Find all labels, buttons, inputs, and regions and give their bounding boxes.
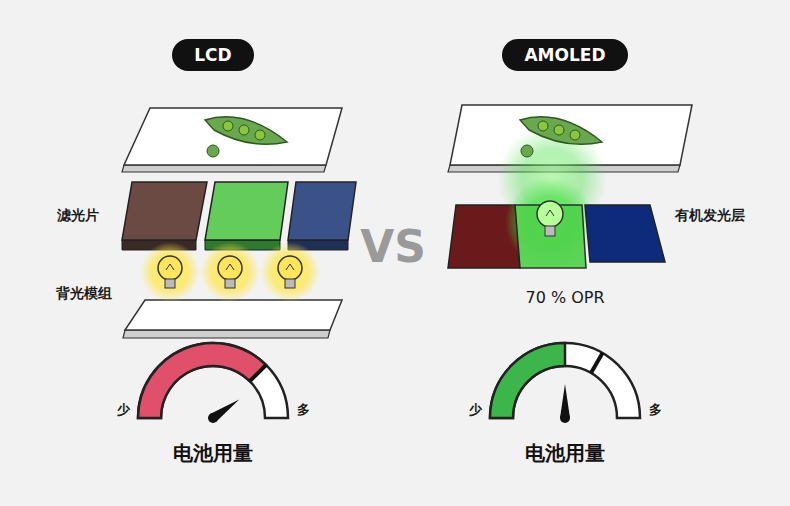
gauge-marker xyxy=(591,353,603,373)
part-label: 电池用量 xyxy=(525,441,605,465)
title-pill: LCD xyxy=(172,39,254,71)
part-label: 少 xyxy=(469,402,482,418)
blue-filter xyxy=(288,182,356,240)
part-label: 70 % OPR xyxy=(525,288,604,307)
part-label: 滤光片 xyxy=(57,207,99,224)
part-label: 多 xyxy=(297,402,310,418)
pea xyxy=(255,130,265,140)
vs-mark: VS xyxy=(360,221,426,274)
light-bulb xyxy=(218,256,242,288)
pea xyxy=(239,125,249,135)
gauge-hub xyxy=(560,413,570,423)
pill-text: LCD xyxy=(194,45,231,65)
light-bulb xyxy=(278,256,302,288)
pea xyxy=(554,125,564,135)
light-bulb xyxy=(537,201,563,236)
pea xyxy=(223,121,233,131)
green-filter xyxy=(205,182,288,240)
part-label: 多 xyxy=(649,402,662,418)
display-board xyxy=(124,108,342,165)
light-glow xyxy=(140,242,200,302)
gauge-needle xyxy=(560,384,570,418)
gauge-track xyxy=(138,343,288,418)
light-glow xyxy=(260,242,320,302)
gauge-marker xyxy=(250,365,266,381)
gauge-track xyxy=(490,343,640,418)
blue-oled-layer xyxy=(585,205,665,262)
light-glow xyxy=(505,177,595,267)
display-board-edge xyxy=(122,165,326,172)
part-label: 少 xyxy=(117,402,130,418)
pea-pod xyxy=(205,117,287,144)
gauge-fill xyxy=(490,343,565,418)
gauge-fill xyxy=(138,343,266,418)
part-label: 电池用量 xyxy=(173,441,253,465)
pea-pod xyxy=(520,117,602,144)
backlight-board-edge xyxy=(123,330,330,338)
light-bulb xyxy=(158,256,182,288)
pill-text: AMOLED xyxy=(524,45,605,65)
pea xyxy=(570,130,580,140)
pea xyxy=(521,145,533,157)
title-pill: AMOLED xyxy=(502,39,628,71)
pea xyxy=(538,121,548,131)
backlight-board xyxy=(125,300,342,330)
red-filter xyxy=(122,182,207,240)
light-glow xyxy=(200,242,260,302)
pea xyxy=(207,145,219,157)
part-label: 有机发光层 xyxy=(675,207,745,224)
gauge-hub xyxy=(208,413,218,423)
part-label: 背光模组 xyxy=(56,285,112,302)
